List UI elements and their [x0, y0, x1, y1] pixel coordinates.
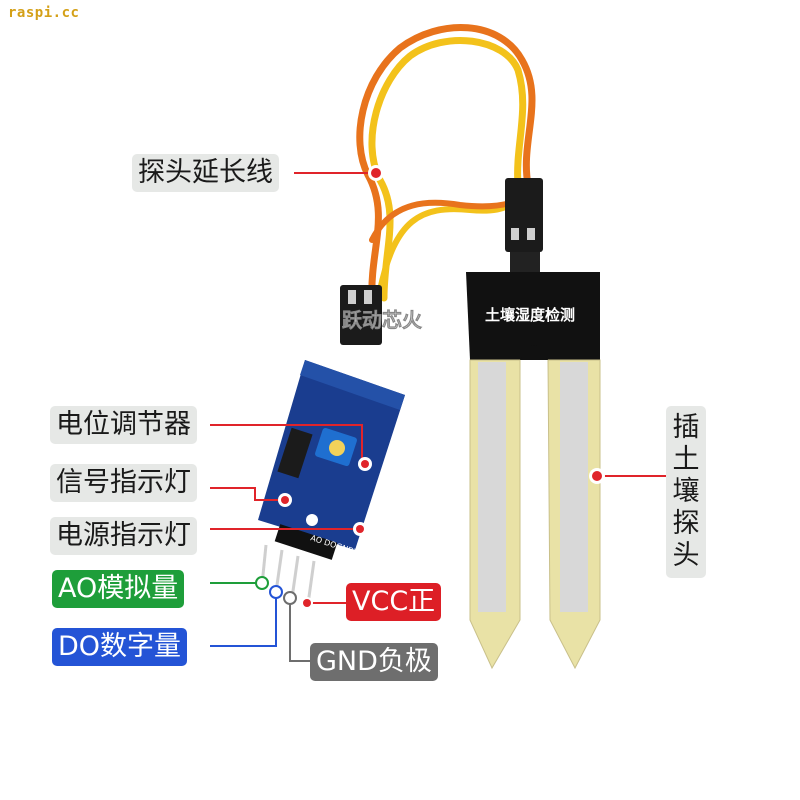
vcc-label: VCC正: [346, 583, 442, 621]
soil-probe: 土壤湿度检测: [466, 272, 601, 670]
gnd-label: GND负极: [310, 643, 438, 681]
sensor-module: AO DOGNDVCC: [258, 285, 405, 605]
signal-led-label: 信号指示灯: [50, 464, 197, 502]
probe-label: 插土壤探头: [666, 406, 706, 578]
center-watermark: 跃动芯火: [342, 308, 423, 332]
extension-wire-label: 探头延长线: [132, 154, 279, 192]
potentiometer-label: 电位调节器: [50, 406, 197, 444]
power-led-label: 电源指示灯: [50, 517, 197, 555]
probe-board-text: 土壤湿度检测: [485, 306, 575, 324]
ao-label: AO模拟量: [52, 570, 185, 608]
extension-wires: [356, 24, 536, 302]
probe-connector: [505, 178, 543, 282]
callout-lines: [210, 172, 666, 662]
callout-dots: [255, 165, 605, 609]
do-label: DO数字量: [52, 628, 188, 666]
site-watermark: raspi.cc: [8, 5, 80, 21]
